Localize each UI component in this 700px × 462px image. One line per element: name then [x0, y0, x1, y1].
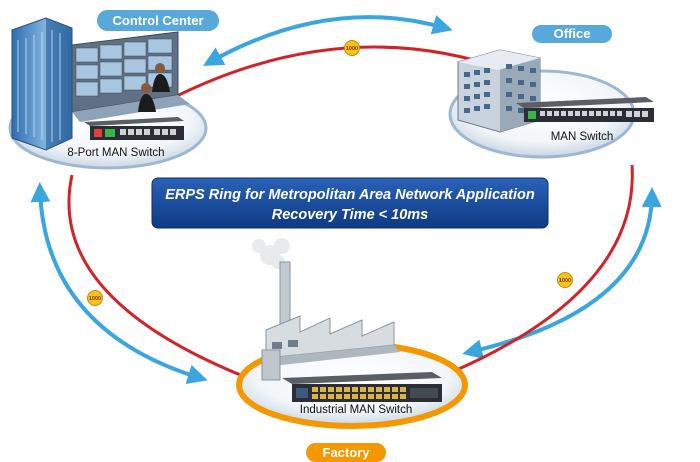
network-switch-icon [282, 372, 442, 402]
factory-pill [306, 443, 386, 462]
link-badge-label: 1000 [559, 278, 571, 284]
factory-icon [252, 238, 400, 381]
control-center-switch-label: 8-Port MAN Switch [67, 147, 164, 159]
control-center-node: Control Center [8, 10, 219, 170]
link-badge-label: 1000 [89, 296, 101, 302]
factory-node: Industrial MAN Switch Factory [236, 238, 468, 462]
network-switch-icon [516, 97, 654, 122]
building-with-operators-icon [11, 17, 190, 151]
ring-link-right [451, 164, 634, 374]
control-center-label: Control Center [113, 13, 204, 28]
network-switch-icon [84, 117, 184, 140]
banner-subtitle: Recovery Time < 10ms [272, 207, 429, 223]
banner-title: ERPS Ring for Metropolitan Area Network … [165, 187, 535, 203]
office-switch-label: MAN Switch [551, 131, 614, 143]
ring-banner: ERPS Ring for Metropolitan Area Network … [151, 177, 549, 229]
ring-link-left [67, 174, 259, 384]
link-badge-label: 1000 [346, 46, 358, 52]
arrow-control-to-office [203, 15, 453, 66]
link-badge: 1000 [557, 272, 573, 288]
factory-label: Factory [323, 445, 371, 460]
office-node: Office [448, 25, 654, 159]
link-badge: 1000 [87, 290, 103, 306]
factory-switch-label: Industrial MAN Switch [300, 404, 412, 416]
control-center-pill [97, 10, 219, 31]
office-pill [532, 25, 612, 43]
arrow-control-to-factory [30, 182, 208, 384]
office-label: Office [554, 26, 591, 41]
link-badge: 1000 [344, 40, 360, 56]
